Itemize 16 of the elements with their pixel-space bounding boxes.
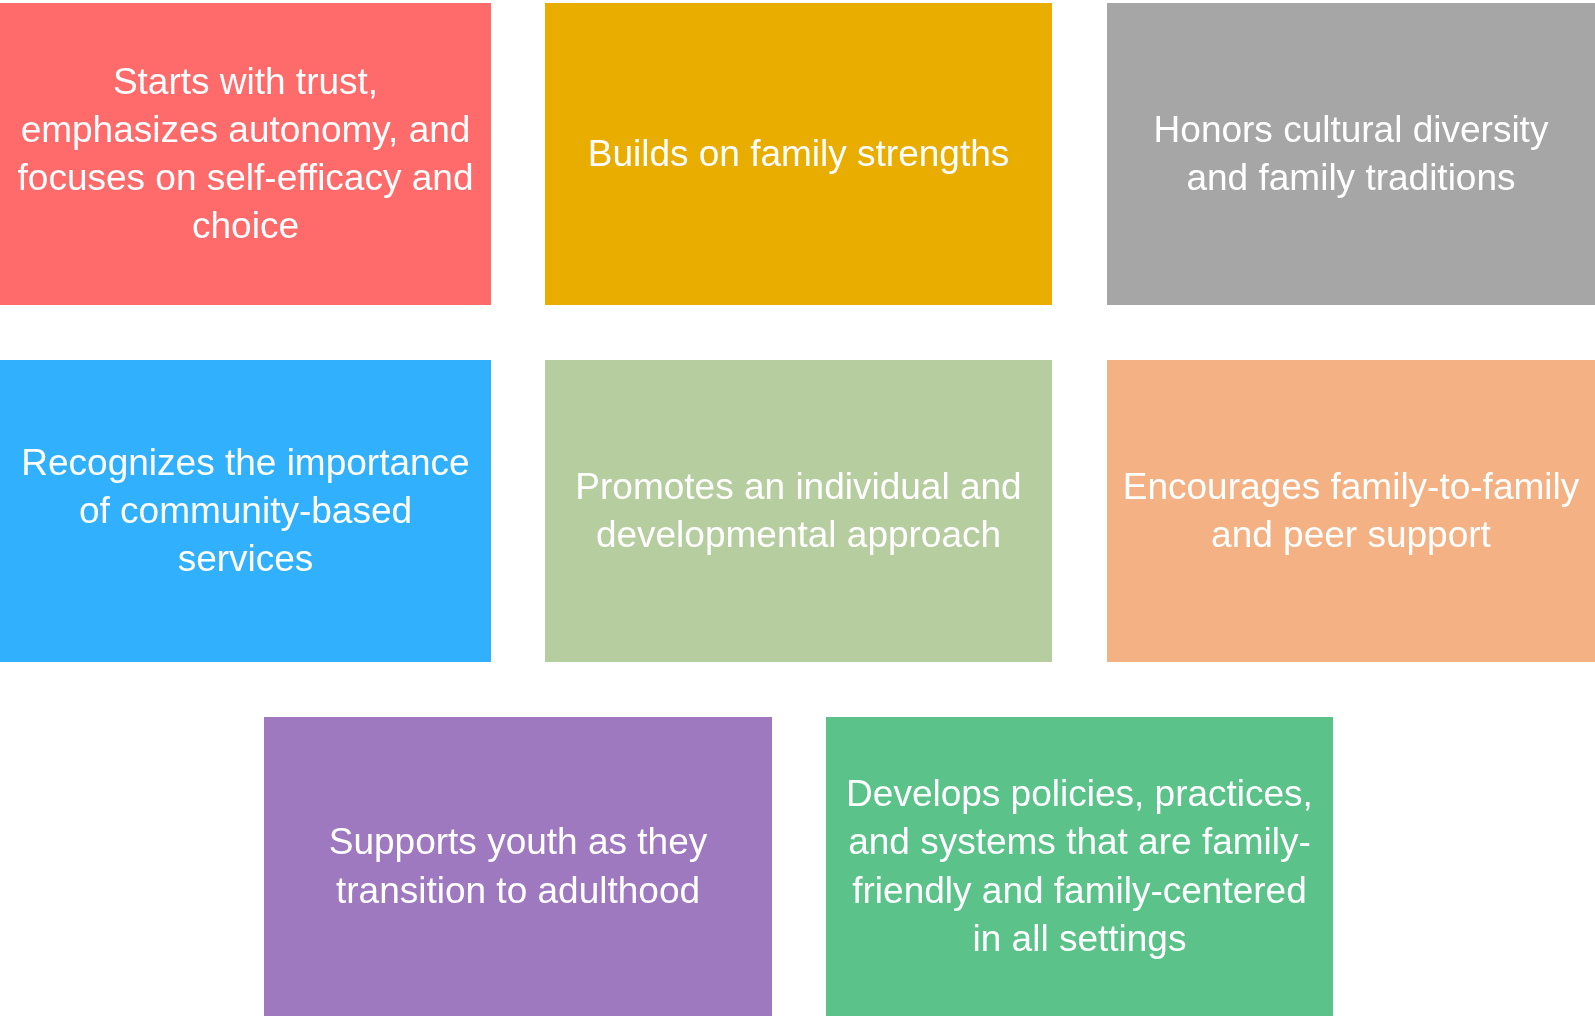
box-text: Recognizes the importance of community-based services (20, 440, 471, 582)
text-box (0, 360, 491, 662)
text-box (545, 3, 1052, 305)
text-box (545, 360, 1052, 662)
box-text: Encourages family-to-family and peer support (1121, 464, 1581, 557)
text-box (264, 717, 772, 1016)
text-box (826, 717, 1333, 1016)
text-box (1107, 360, 1595, 662)
box-text: Starts with trust, emphasizes autonomy, and focuses on self-efficacy and choice (16, 59, 475, 249)
text-box (1107, 3, 1595, 305)
box-text: Develops policies, practices, and systems that are family-friendly and family-centered in all settings (845, 772, 1314, 961)
box-text: Honors cultural diversity and family traditions (1152, 107, 1550, 200)
text-box (0, 3, 491, 305)
box-text: Promotes an individual and developmental approach (574, 464, 1023, 557)
box-text: Supports youth as they transition to adulthood (327, 820, 709, 913)
box-text: Builds on family strengths (587, 131, 1010, 176)
